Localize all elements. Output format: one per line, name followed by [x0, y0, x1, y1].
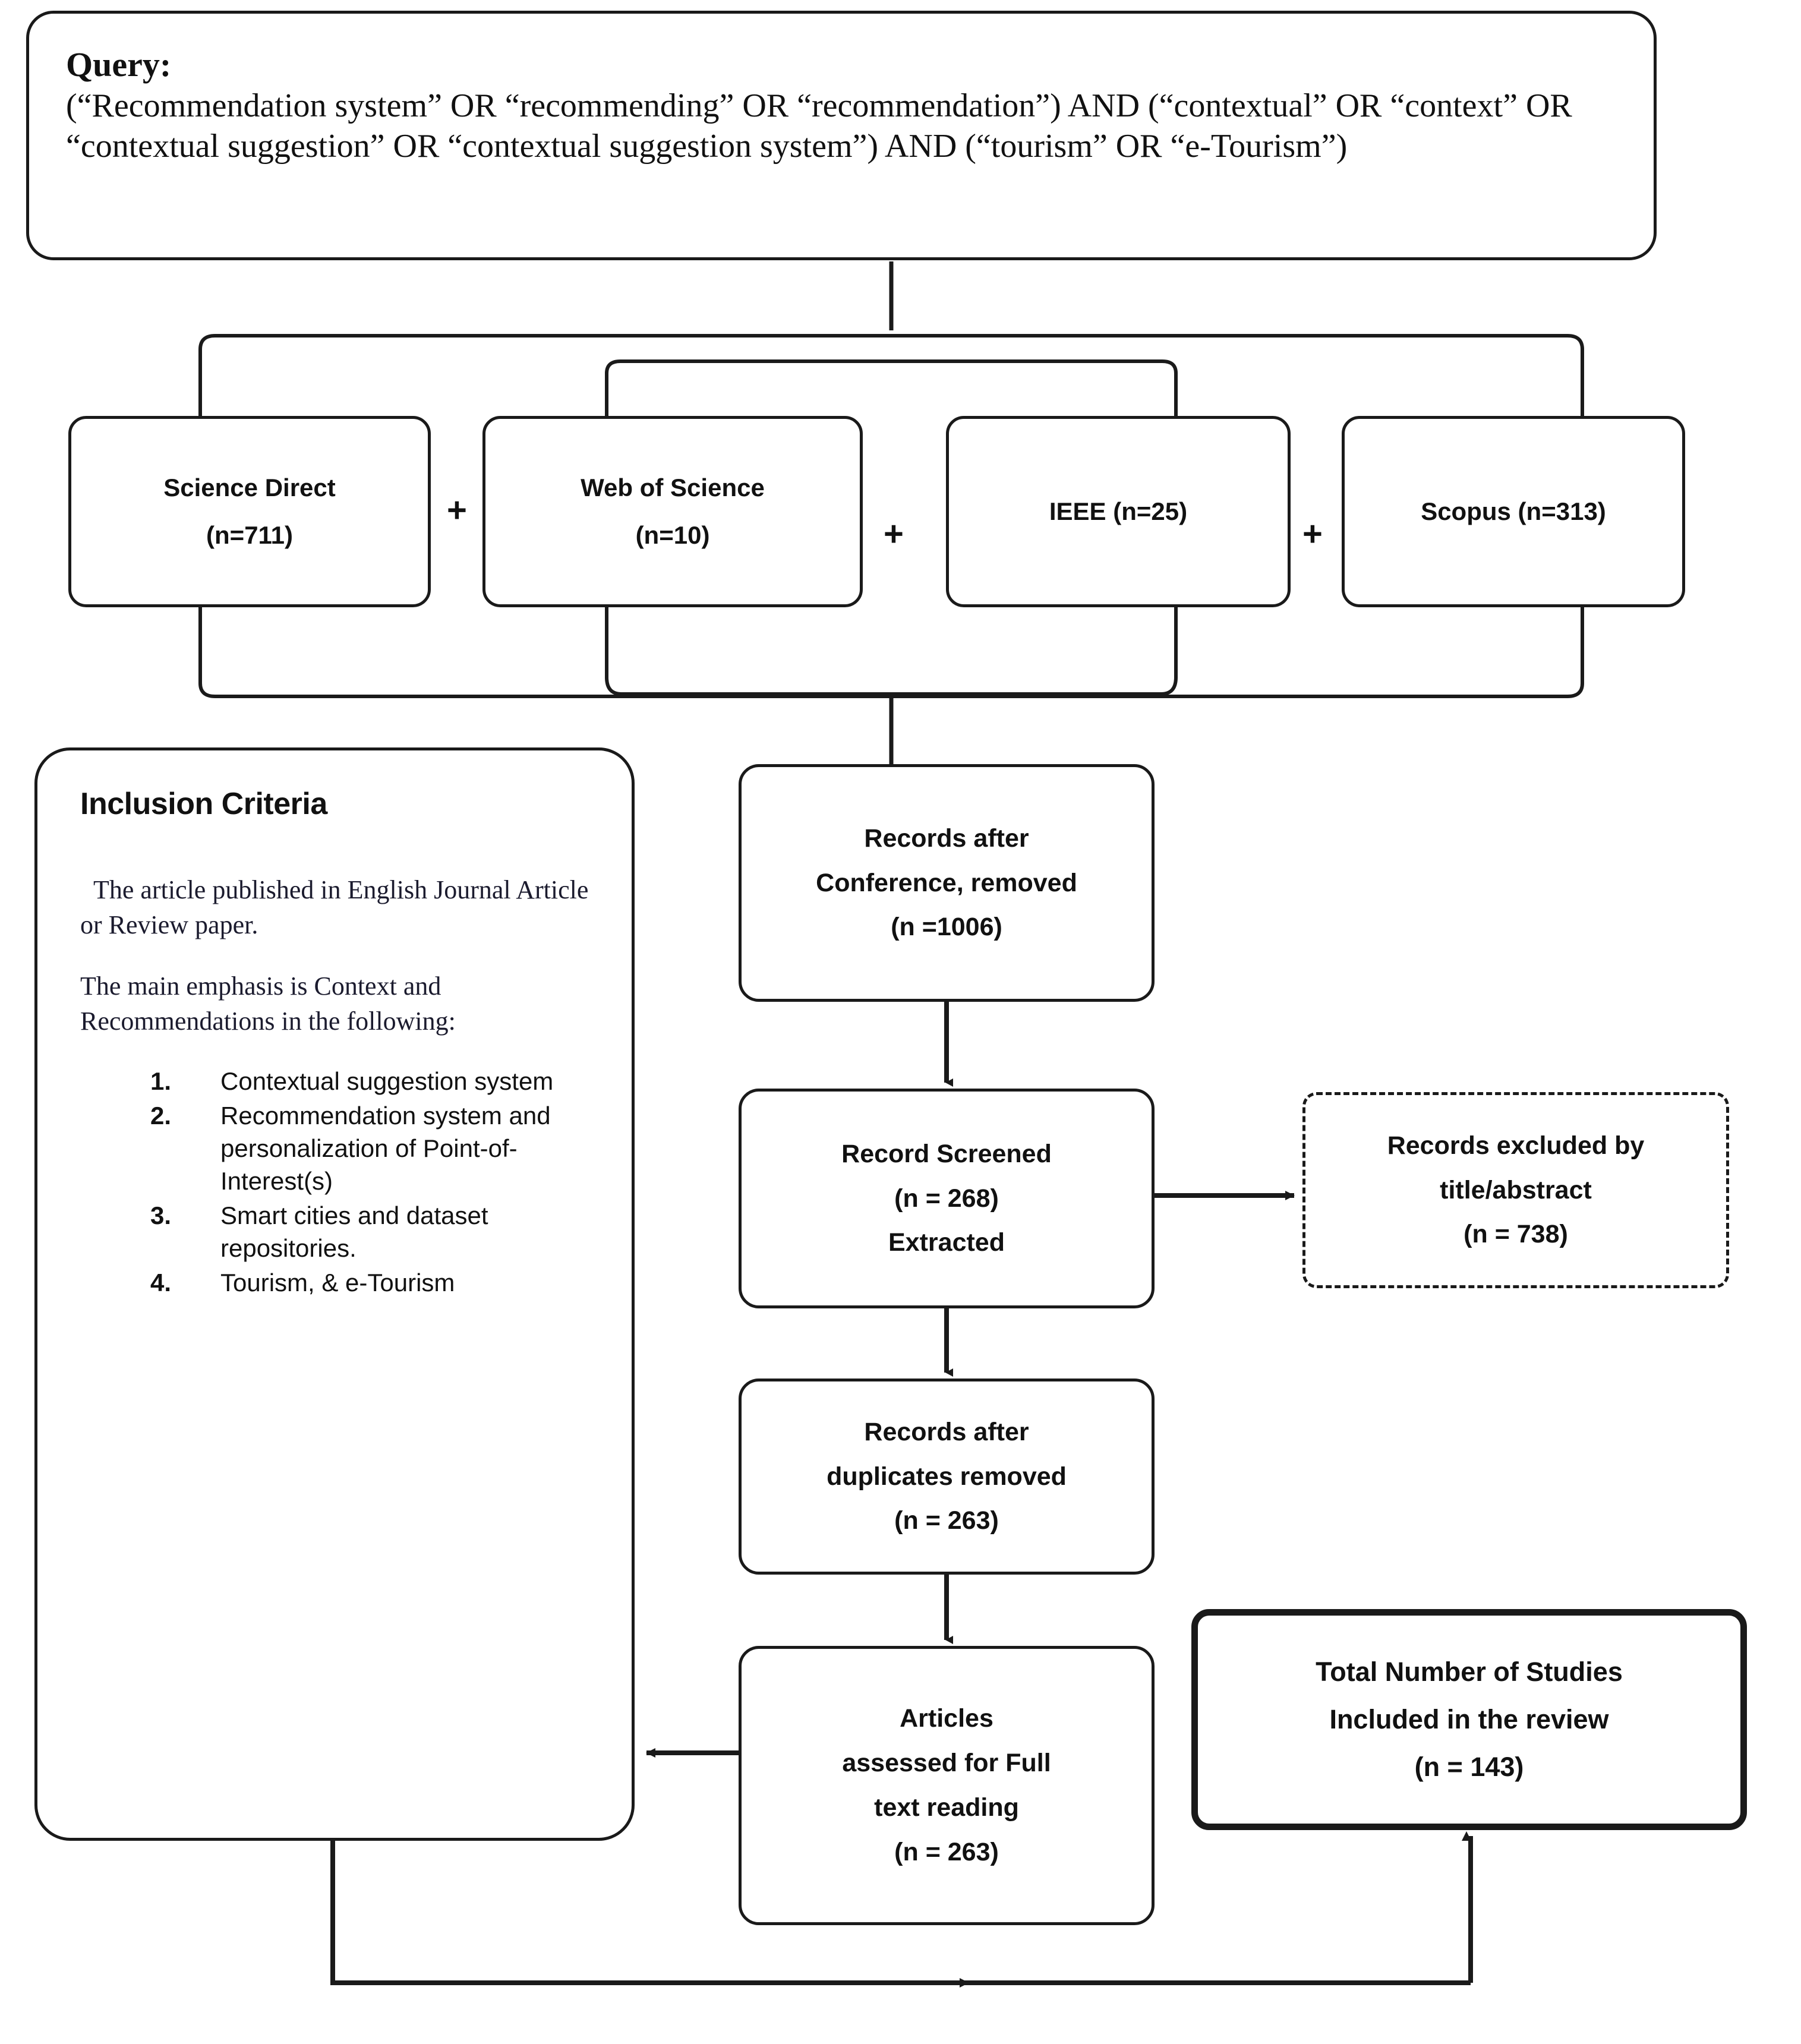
box-line-4: (n = 263): [894, 1837, 999, 1866]
query-text: (“Recommendation system” OR “recommendin…: [66, 87, 1581, 165]
records-excluded-box[interactable]: Records excluded by title/abstract (n = …: [1302, 1092, 1729, 1288]
box-line-3: Extracted: [888, 1228, 1005, 1257]
articles-assessed-full-text-box[interactable]: Articles assessed for Full text reading …: [739, 1646, 1155, 1925]
box-line-2: duplicates removed: [827, 1462, 1067, 1491]
source-count: (n=10): [635, 521, 710, 549]
box-line-2: title/abstract: [1440, 1175, 1592, 1204]
box-line-3: (n = 738): [1463, 1220, 1568, 1249]
source-box-scopus[interactable]: Scopus (n=313): [1342, 416, 1685, 607]
box-line-3: (n = 263): [894, 1506, 999, 1535]
plus-operator-1: +: [447, 491, 467, 529]
inclusion-criteria-box: Inclusion Criteria The article published…: [34, 747, 635, 1841]
source-count: (n=711): [206, 521, 293, 549]
plus-operator-2: +: [884, 515, 904, 553]
box-line-1: Total Number of Studies: [1316, 1656, 1623, 1687]
box-line-2: (n = 268): [894, 1184, 999, 1213]
box-line-2: assessed for Full: [842, 1749, 1051, 1778]
box-line-3: text reading: [874, 1793, 1019, 1822]
inclusion-paragraph-2: The main emphasis is Context and Recomme…: [80, 971, 456, 1036]
records-after-conference-removed-box[interactable]: Records after Conference, removed (n =10…: [739, 764, 1155, 1002]
source-name: Scopus (n=313): [1421, 497, 1606, 526]
source-name: IEEE (n=25): [1049, 497, 1188, 526]
box-line-3: (n =1006): [891, 913, 1002, 942]
box-line-1: Record Screened: [841, 1139, 1052, 1168]
record-screened-box[interactable]: Record Screened (n = 268) Extracted: [739, 1089, 1155, 1308]
list-item: 4. Tourism, & e-Tourism: [150, 1267, 604, 1299]
list-item-number: 3.: [150, 1201, 172, 1230]
list-item: 3. Smart cities and dataset repositories…: [150, 1200, 604, 1264]
list-item-text: Tourism, & e-Tourism: [220, 1269, 455, 1297]
plus-operator-3: +: [1302, 515, 1323, 553]
list-item-text: Recommendation system and personalizatio…: [220, 1102, 551, 1195]
box-line-1: Articles: [900, 1704, 993, 1733]
source-name: Science Direct: [163, 474, 336, 502]
inclusion-criteria-list: 1. Contextual suggestion system 2. Recom…: [80, 1065, 604, 1302]
list-item-number: 1.: [150, 1067, 172, 1095]
box-line-1: Records after: [864, 824, 1029, 853]
list-item-text: Contextual suggestion system: [220, 1067, 554, 1095]
box-line-3: (n = 143): [1414, 1752, 1524, 1783]
records-after-duplicates-removed-box[interactable]: Records after duplicates removed (n = 26…: [739, 1379, 1155, 1575]
box-line-1: Records after: [864, 1417, 1029, 1446]
box-line-1: Records excluded by: [1387, 1131, 1645, 1160]
total-studies-included-box[interactable]: Total Number of Studies Included in the …: [1191, 1609, 1747, 1830]
list-item-text: Smart cities and dataset repositories.: [220, 1201, 488, 1262]
inclusion-paragraph-1: The article published in English Journal…: [80, 875, 595, 939]
source-name: Web of Science: [581, 474, 765, 502]
source-box-ieee[interactable]: IEEE (n=25): [946, 416, 1291, 607]
query-label: Query:: [66, 45, 172, 84]
source-box-science-direct[interactable]: Science Direct (n=711): [68, 416, 431, 607]
box-line-2: Conference, removed: [816, 868, 1077, 897]
list-item-number: 2.: [150, 1102, 172, 1130]
list-item: 2. Recommendation system and personaliza…: [150, 1100, 604, 1197]
query-box: Query: (“Recommendation system” OR “reco…: [26, 11, 1657, 260]
source-box-web-of-science[interactable]: Web of Science (n=10): [482, 416, 863, 607]
box-line-2: Included in the review: [1329, 1704, 1609, 1734]
list-item: 1. Contextual suggestion system: [150, 1065, 604, 1098]
list-item-number: 4.: [150, 1269, 172, 1297]
inclusion-criteria-title: Inclusion Criteria: [80, 787, 327, 821]
